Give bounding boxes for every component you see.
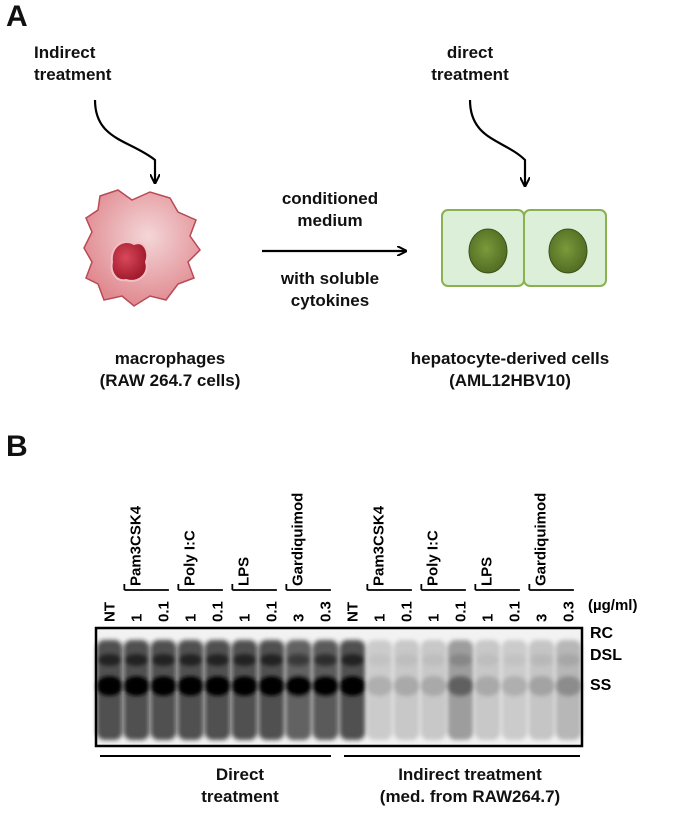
hepatocyte-name: hepatocyte-derived cells [410, 349, 610, 368]
blot-lane [150, 640, 177, 740]
lane-label: 0.1 [507, 601, 524, 622]
group-label: Pam3CSK4 [371, 505, 388, 586]
lane-label: 1 [237, 614, 254, 622]
group-label: LPS [236, 557, 253, 586]
arrow-label-top-line2: medium [297, 211, 363, 230]
direct-treatment-label: direct treatment [400, 42, 540, 86]
macrophage-nucleus [110, 241, 149, 282]
indirect-caption-line2: (med. from RAW264.7) [379, 787, 561, 806]
blot-lane [312, 640, 339, 740]
blot-lane [339, 640, 366, 740]
blot-lane [177, 640, 204, 740]
lane-label: 0.3 [561, 601, 578, 622]
arrow-label-top: conditioned medium [250, 188, 410, 232]
lane-label: 1 [426, 614, 443, 622]
lane-label: NT [345, 602, 362, 622]
indirect-label-line1: Indirect [34, 43, 96, 62]
group-label: Gardiquimod [290, 493, 307, 586]
blot-lane [285, 640, 312, 740]
blot-lane [366, 640, 393, 740]
blot-lane [123, 640, 150, 740]
blot-lane [474, 640, 501, 740]
direct-label-line1: direct [446, 43, 494, 62]
lane-label: 3 [534, 614, 551, 622]
indirect-caption-line1: Indirect treatment [398, 765, 542, 784]
direct-label-line2: treatment [431, 65, 509, 84]
indirect-caption: Indirect treatment (med. from RAW264.7) [340, 764, 600, 808]
direct-curved-arrow [468, 99, 525, 185]
lane-label: 0.1 [264, 601, 281, 622]
band-label: DSL [590, 647, 622, 664]
lane-label: 3 [291, 614, 308, 622]
direct-caption-line2: treatment [201, 787, 279, 806]
arrow-label-bottom-line2: cytokines [290, 291, 370, 310]
lane-label: 0.1 [210, 601, 227, 622]
arrow-label-bottom-line1: with soluble [280, 269, 380, 288]
blot-lane [393, 640, 420, 740]
lane-label: 1 [183, 614, 200, 622]
hepatocyte-sub: (AML12HBV10) [449, 371, 571, 390]
blot-background [96, 628, 582, 746]
lane-label: 0.1 [453, 601, 470, 622]
hepatocyte-nucleus-left [468, 228, 508, 274]
arrow-label-bottom: with soluble cytokines [250, 268, 410, 312]
macrophage-sub: (RAW 264.7 cells) [99, 371, 241, 390]
blot-lane [420, 640, 447, 740]
panel-b-letter: B [6, 430, 28, 463]
lane-label: 0.1 [156, 601, 173, 622]
panel-a-letter: A [6, 0, 28, 33]
panel-a-graphics [83, 99, 607, 307]
blot-lane [528, 640, 555, 740]
hepatocyte-nucleus-right [548, 228, 588, 274]
indirect-treatment-label: Indirect treatment [34, 42, 111, 86]
lane-label: 1 [372, 614, 389, 622]
direct-caption: Direct treatment [160, 764, 320, 808]
macrophage-name: macrophages [114, 349, 226, 368]
lane-label: 0.3 [318, 601, 335, 622]
group-label: Poly I:C [425, 530, 442, 586]
lane-label: 1 [480, 614, 497, 622]
direct-caption-line1: Direct [215, 765, 265, 784]
blot-lane [96, 640, 123, 740]
lane-label: 0.1 [399, 601, 416, 622]
group-label: Gardiquimod [533, 493, 550, 586]
blot-frame [94, 626, 584, 748]
indirect-label-line2: treatment [34, 65, 112, 84]
blot-lane [258, 640, 285, 740]
group-label: Poly I:C [182, 530, 199, 586]
hepatocyte-caption: hepatocyte-derived cells (AML12HBV10) [370, 348, 650, 392]
blot-lane [204, 640, 231, 740]
units-label: (µg/ml) [588, 597, 637, 614]
band-label: RC [590, 625, 614, 642]
blot-lane [501, 640, 528, 740]
macrophage-caption: macrophages (RAW 264.7 cells) [40, 348, 300, 392]
lane-label: NT [102, 602, 119, 622]
lane-label: 1 [129, 614, 146, 622]
indirect-curved-arrow [93, 99, 155, 182]
arrow-label-top-line1: conditioned [281, 189, 379, 208]
group-label: Pam3CSK4 [128, 505, 145, 586]
blot-lane [447, 640, 474, 740]
group-label: LPS [479, 557, 496, 586]
band-label: SS [590, 677, 612, 694]
blot-lane [231, 640, 258, 740]
blot-lane [555, 640, 582, 740]
